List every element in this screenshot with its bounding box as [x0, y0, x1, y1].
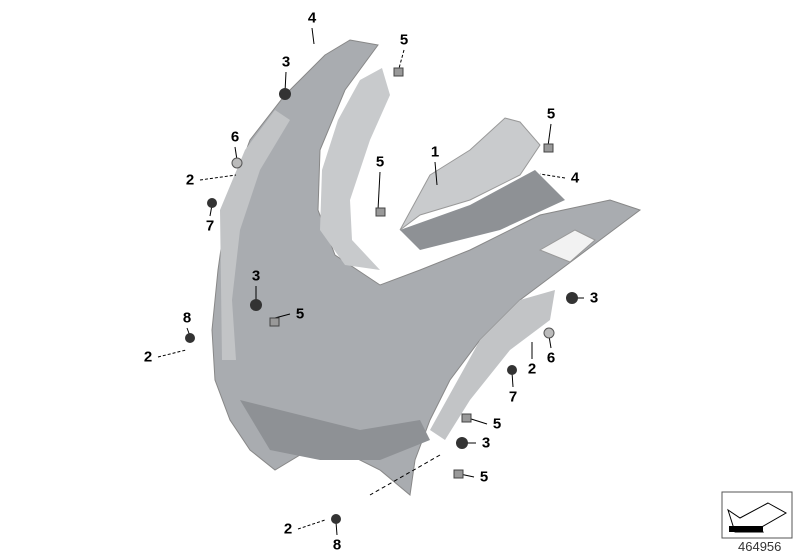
fairing-part	[211, 39, 642, 496]
callout-5[interactable]: 5	[492, 415, 502, 433]
callout-3[interactable]: 3	[589, 289, 599, 307]
callout-6[interactable]: 6	[230, 128, 240, 146]
reference-number: 464956	[738, 539, 782, 554]
callout-5[interactable]: 5	[295, 305, 305, 323]
callout-8[interactable]: 8	[182, 309, 192, 327]
callout-2[interactable]: 2	[185, 171, 195, 189]
callout-7[interactable]: 7	[508, 388, 518, 406]
callout-5[interactable]: 5	[479, 468, 489, 486]
orientation-arrow-icon	[721, 491, 793, 539]
callout-6[interactable]: 6	[546, 349, 556, 367]
callout-2[interactable]: 2	[283, 520, 293, 538]
callout-4[interactable]: 4	[307, 9, 317, 27]
callout-4[interactable]: 4	[570, 169, 580, 187]
callout-5[interactable]: 5	[546, 105, 556, 123]
callout-3[interactable]: 3	[481, 434, 491, 452]
callout-3[interactable]: 3	[251, 267, 261, 285]
callout-7[interactable]: 7	[205, 217, 215, 235]
callout-1[interactable]: 1	[430, 143, 440, 161]
callout-2[interactable]: 2	[143, 348, 153, 366]
fasteners	[185, 67, 578, 524]
callout-5[interactable]: 5	[399, 31, 409, 49]
callout-2[interactable]: 2	[527, 360, 537, 378]
callout-3[interactable]: 3	[281, 53, 291, 71]
callout-8[interactable]: 8	[332, 536, 342, 554]
callout-5[interactable]: 5	[375, 153, 385, 171]
